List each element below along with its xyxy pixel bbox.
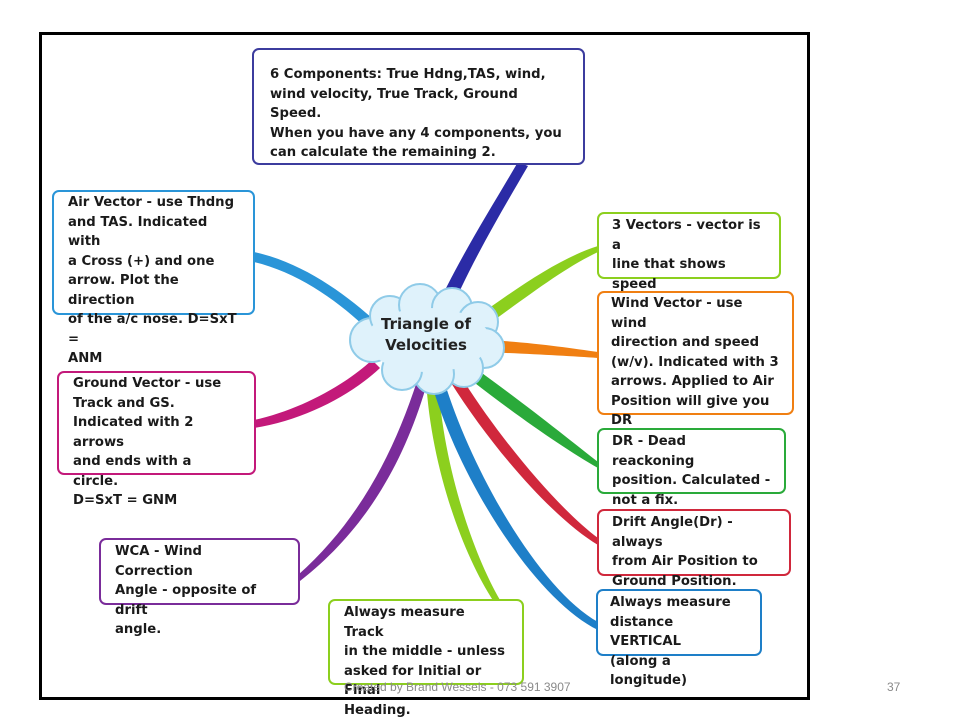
node-air-vector: Air Vector - use Thdng and TAS. Indicate… xyxy=(52,190,255,366)
branch-wca xyxy=(298,378,428,581)
footer-credit: Created by Brand Wessels - 073 591 3907 xyxy=(344,680,571,694)
branch-components xyxy=(432,162,528,322)
center-cloud xyxy=(349,283,505,395)
branch-track xyxy=(426,378,500,602)
node-dead-reckoning: DR - Dead reackoning position. Calculate… xyxy=(597,428,786,508)
branch-drift xyxy=(448,372,598,545)
node-six-components: 6 Components: True Hdng,TAS, wind, wind … xyxy=(252,48,585,165)
branch-air-vector xyxy=(254,252,372,326)
node-ground-vector: Ground Vector - use Track and GS. Indica… xyxy=(57,371,256,508)
branch-dr xyxy=(466,366,598,468)
center-topic: Triangle of Velocities xyxy=(380,315,472,354)
node-wca: WCA - Wind Correction Angle - opposite o… xyxy=(99,538,300,637)
branch-wind-vector xyxy=(486,340,598,358)
page-number: 37 xyxy=(887,680,901,694)
branch-ground-vector xyxy=(254,360,380,428)
node-measure-distance: Always measure distance VERTICAL (along … xyxy=(596,589,762,688)
branch-three-vectors xyxy=(478,246,598,326)
node-three-vectors: 3 Vectors - vector is a line that shows … xyxy=(597,212,781,311)
branch-distance xyxy=(430,374,598,630)
node-measure-track: Always measure Track in the middle - unl… xyxy=(328,599,524,718)
node-wind-vector: Wind Vector - use wind direction and spe… xyxy=(597,291,794,448)
node-drift-angle: Drift Angle(Dr) - always from Air Positi… xyxy=(597,509,791,589)
